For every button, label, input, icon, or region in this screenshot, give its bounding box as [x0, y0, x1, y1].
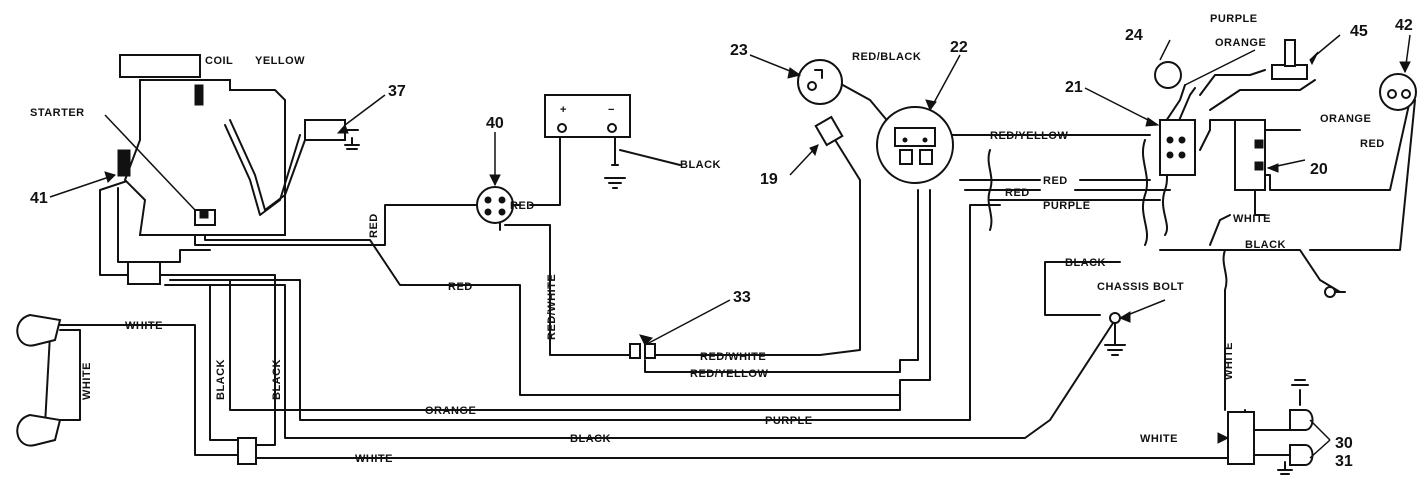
part-number-19: 19 — [760, 171, 778, 188]
label-red-white-33: RED/WHITE — [700, 351, 766, 363]
part-number-42: 42 — [1395, 17, 1413, 34]
label-purple-22: PURPLE — [1043, 200, 1091, 212]
label-white-20: WHITE — [1233, 213, 1271, 225]
label-black-vert2: BLACK — [271, 359, 283, 400]
ground-lug — [1324, 286, 1336, 298]
part-number-20: 20 — [1310, 161, 1328, 178]
left-headlights — [16, 313, 62, 447]
label-black-bottom: BLACK — [570, 433, 611, 445]
label-purple-top: PURPLE — [1210, 13, 1258, 25]
label-black-chassis: BLACK — [1065, 257, 1106, 269]
label-coil: COIL — [205, 55, 233, 67]
part-42 — [1379, 73, 1417, 111]
engine-assembly — [117, 54, 360, 236]
part-number-24: 24 — [1125, 27, 1143, 44]
label-red-black: RED/BLACK — [852, 51, 921, 63]
part-37 — [304, 119, 346, 141]
connector-left-upper — [127, 261, 161, 285]
label-red-22b: RED — [1005, 187, 1030, 199]
battery-minus: − — [608, 104, 615, 116]
arrowheads — [104, 51, 1411, 444]
part-number-45: 45 — [1350, 23, 1368, 40]
label-orange-45: ORANGE — [1320, 113, 1371, 125]
part-number-23: 23 — [730, 42, 748, 59]
battery-plus: + — [560, 104, 567, 116]
label-white-left: WHITE — [125, 320, 163, 332]
label-red-40: RED — [510, 200, 535, 212]
label-white-bottom: WHITE — [355, 453, 393, 465]
part-number-41: 41 — [30, 190, 48, 207]
part-19 — [814, 115, 844, 147]
part-number-22: 22 — [950, 39, 968, 56]
label-red-yellow-33: RED/YELLOW — [690, 368, 768, 380]
label-red-yellow-22: RED/YELLOW — [990, 130, 1068, 142]
label-black-vert1: BLACK — [215, 359, 227, 400]
label-black-right: BLACK — [1245, 239, 1286, 251]
label-black-battery: BLACK — [680, 159, 721, 171]
labels: COIL YELLOW STARTER RED RED BLACK RED/WH… — [30, 13, 1413, 470]
label-orange-top: ORANGE — [1215, 37, 1266, 49]
part-45 — [1271, 39, 1308, 80]
label-purple: PURPLE — [765, 415, 813, 427]
part-number-33: 33 — [733, 289, 751, 306]
part-number-37: 37 — [388, 83, 406, 100]
label-red-mid: RED — [448, 281, 473, 293]
label-red-vert: RED — [368, 213, 380, 238]
connector-left-lower — [237, 437, 257, 465]
part-40-switch — [476, 186, 514, 224]
label-white-left-vert: WHITE — [81, 362, 93, 400]
label-white-lights: WHITE — [1140, 433, 1178, 445]
leader-lines — [49, 34, 1411, 459]
part-number-21: 21 — [1065, 79, 1083, 96]
chassis-bolt — [1109, 312, 1121, 324]
part-number-30: 30 — [1335, 435, 1353, 452]
part-24 — [1154, 61, 1182, 89]
label-yellow: YELLOW — [255, 55, 305, 67]
starter-gear — [117, 149, 131, 177]
part-23 — [797, 59, 843, 105]
label-orange: ORANGE — [425, 405, 476, 417]
part-number-31: 31 — [1335, 453, 1353, 470]
part-20 — [1234, 119, 1266, 191]
part-33-connector — [629, 343, 656, 359]
part-22-switch — [876, 106, 954, 184]
label-chassis-bolt: CHASSIS BOLT — [1097, 281, 1184, 293]
label-red-20: RED — [1360, 138, 1385, 150]
battery: + − — [544, 94, 631, 138]
label-red-white-vert: RED/WHITE — [546, 274, 558, 340]
part-number-40: 40 — [486, 115, 504, 132]
taillights — [1227, 409, 1314, 466]
label-white-right-vert: WHITE — [1223, 342, 1235, 380]
label-red-22a: RED — [1043, 175, 1068, 187]
label-starter: STARTER — [30, 107, 85, 119]
part-21 — [1159, 119, 1196, 176]
